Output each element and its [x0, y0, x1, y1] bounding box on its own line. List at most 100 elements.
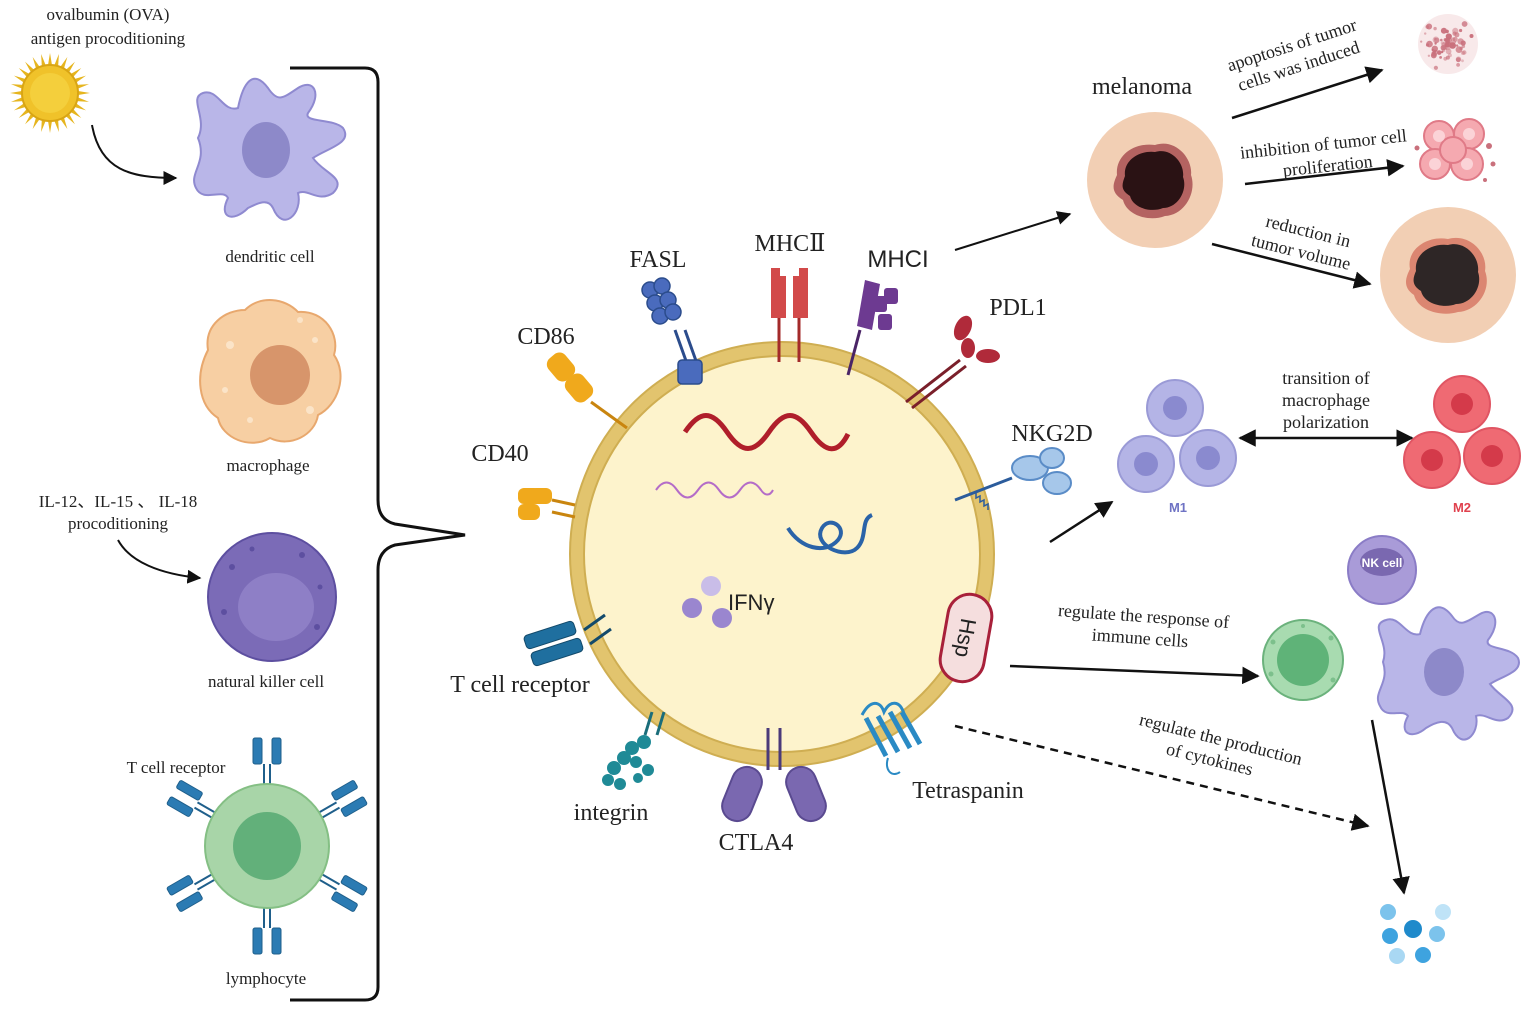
debris-fragment: [1462, 50, 1467, 55]
fasl-receptor-icon: [641, 277, 703, 385]
debris-fragment: [1441, 48, 1446, 52]
tetraspanin-icon: [860, 701, 923, 776]
cells-bracket: [290, 66, 466, 1002]
debris-fragment: [1454, 32, 1460, 38]
debris-fragment: [1452, 27, 1459, 34]
debris-fragment: [1469, 34, 1474, 38]
ova-spike: [75, 90, 90, 96]
tumor-cells-icon: [1414, 118, 1496, 182]
ova-spike: [47, 118, 53, 133]
ova-arrow: [91, 124, 178, 185]
nkg2d-receptor-icon: [954, 447, 1072, 510]
debris-fragment: [1440, 41, 1445, 45]
transition-label-line2: macrophage: [1282, 390, 1370, 410]
to-cytokines-arrow: [1370, 719, 1410, 895]
pdl1-label: PDL1: [989, 295, 1046, 321]
transition-label-line1: transition of: [1282, 368, 1370, 388]
debris-fragment: [1425, 25, 1429, 29]
debris-fragment: [1425, 43, 1430, 47]
reduction-arrow: [1211, 242, 1372, 289]
debris-fragment: [1420, 40, 1423, 43]
immune-lymphocyte-icon: [1262, 619, 1344, 701]
debris-fragment: [1460, 40, 1466, 46]
ova-spike: [47, 53, 53, 68]
debris-fragment: [1432, 36, 1440, 44]
integrin-label: integrin: [574, 800, 649, 826]
tetraspanin-label: Tetraspanin: [912, 778, 1024, 804]
cytokines-icon: [1380, 904, 1451, 964]
mhc1-receptor-icon: [846, 280, 898, 376]
debris-fragment: [1444, 37, 1450, 43]
debris-fragment: [1455, 44, 1459, 47]
ova-label-line1: ovalbumin (OVA): [47, 5, 170, 24]
inhibition-arrow: [1244, 159, 1405, 186]
melanoma-tumor-icon: [1087, 112, 1223, 248]
debris-fragment: [1445, 48, 1452, 55]
debris-fragment: [1424, 32, 1427, 35]
debris-fragment: [1444, 42, 1450, 48]
debris-fragment: [1459, 28, 1463, 33]
debris-fragment: [1440, 38, 1443, 42]
mhc1-label: MHCI: [867, 246, 928, 273]
m1-label: M1: [1169, 500, 1187, 515]
exosome-tcr-icon: [523, 613, 612, 667]
regulate-response-line2: immune cells: [1091, 624, 1189, 651]
ova-label-line2: antigen procoditioning: [31, 29, 186, 48]
fasl-label: FASL: [630, 247, 687, 273]
macrophage-label: macrophage: [226, 456, 309, 475]
ifn-gamma-label: IFNγ: [728, 590, 774, 615]
lymphocyte-receptor: [252, 737, 282, 786]
macrophage-icon: [199, 299, 342, 444]
lymphocyte-receptor: [166, 780, 218, 820]
m2-macrophages-icon: [1403, 375, 1521, 489]
debris-fragment: [1461, 51, 1465, 55]
dendritic-cell-label: dendritic cell: [225, 247, 314, 266]
debris-fragment: [1455, 56, 1462, 62]
integrin-receptor-icon: [602, 711, 666, 790]
lymphocyte-receptor: [166, 872, 218, 912]
debris-fragment: [1433, 26, 1437, 31]
lymphocyte-receptor: [316, 872, 368, 912]
immune-dendritic-cell-icon: [1377, 606, 1520, 741]
debris-fragment: [1452, 36, 1458, 42]
regulate-response-arrow: [1009, 664, 1260, 685]
lymphocyte-receptor: [252, 906, 282, 955]
debris-fragment: [1455, 46, 1463, 53]
debris-fragment: [1461, 21, 1468, 27]
ifn-gamma-icon: [682, 576, 732, 628]
debris-fragment: [1443, 56, 1448, 61]
transition-label-line3: polarization: [1283, 412, 1369, 432]
melanoma-label: melanoma: [1092, 74, 1192, 100]
exosome-tcr-label: T cell receptor: [450, 672, 589, 698]
reduced-tumor-icon: [1380, 207, 1516, 343]
il-label-line2: procoditioning: [68, 514, 169, 533]
cd86-label: CD86: [517, 324, 574, 350]
mirna-strand: [655, 481, 774, 499]
debris-fragment: [1461, 59, 1464, 63]
debris-fragment: [1427, 54, 1431, 57]
mhc2-receptor-icon: [771, 268, 808, 362]
debris-fragment: [1431, 45, 1438, 52]
debris-fragment: [1440, 27, 1447, 34]
pdl1-receptor-icon: [905, 315, 1000, 410]
debris-fragment: [1456, 63, 1460, 67]
cd40-label: CD40: [471, 441, 528, 467]
lymphocyte-tcr-label: T cell receptor: [127, 758, 226, 777]
cd40-receptor-icon: [518, 488, 576, 520]
to-m1-arrow: [1049, 500, 1114, 544]
mhc2-label: MHCⅡ: [755, 231, 826, 257]
to-melanoma-arrow: [954, 211, 1072, 251]
m2-label: M2: [1453, 500, 1471, 515]
nk-cell-icon: [207, 532, 337, 662]
lymphocyte-label: lymphocyte: [226, 969, 306, 988]
apoptosis-arrow: [1231, 66, 1384, 120]
regulate-production-arrow: [954, 724, 1370, 831]
lymphocyte-receptor: [316, 780, 368, 820]
debris-fragment: [1447, 53, 1452, 58]
nk-cell-label: natural killer cell: [208, 672, 324, 691]
debris-fragment: [1450, 41, 1455, 46]
debris-fragment: [1439, 56, 1442, 59]
ova-spike: [10, 90, 25, 96]
nkg2d-label: NKG2D: [1011, 421, 1092, 447]
